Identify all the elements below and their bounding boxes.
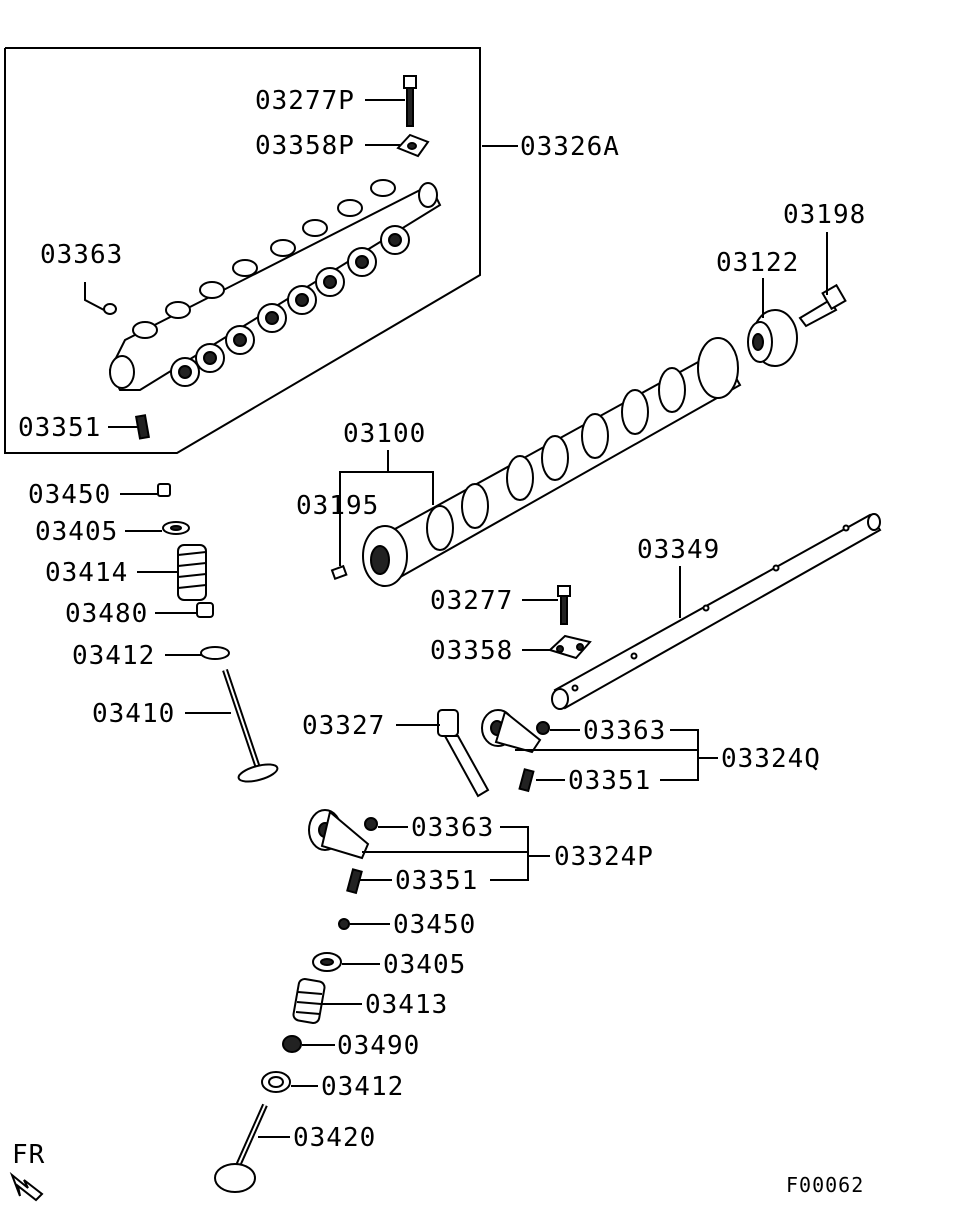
rocker-arm-03324Q-illustration [481,709,542,754]
bolt-03277-illustration [557,585,571,625]
label-03100: 03100 [343,419,426,449]
nut-03363-p-illustration [364,817,378,831]
label-03405-b: 03405 [383,950,466,980]
label-03363-q: 03363 [583,716,666,746]
label-03351-q: 03351 [568,766,651,796]
cotter-03450-b-illustration [338,918,350,930]
label-03405-a: 03405 [35,517,118,547]
spring-03413-illustration [292,978,326,1024]
label-03414: 03414 [45,558,128,588]
label-03324P: 03324P [554,842,654,872]
spring-03351-q-illustration [518,768,535,793]
label-03327: 03327 [302,711,385,741]
pin-03195-illustration [330,564,348,581]
label-03326A: 03326A [520,132,620,162]
cap-03358P-illustration [396,133,430,158]
label-03195: 03195 [296,491,379,521]
retainer-03405-b-illustration [312,952,342,972]
label-03450-b: 03450 [393,910,476,940]
label-03413: 03413 [365,990,448,1020]
nut-03363-box-illustration [103,303,117,315]
seal-03490-illustration [282,1035,302,1053]
label-03363-box: 03363 [40,240,123,270]
label-03358: 03358 [430,636,513,666]
front-arrow-icon [9,1171,44,1202]
leader-lines [84,99,828,1138]
seat-03412-a-illustration [200,646,230,660]
label-03358P: 03358P [255,131,355,161]
label-03480: 03480 [65,599,148,629]
label-03277P: 03277P [255,86,355,116]
rocker-shaft-assembly-illustration [108,179,442,391]
spring-03351-box-illustration [134,414,150,440]
label-03450-a: 03450 [28,480,111,510]
label-03412-a: 03412 [72,641,155,671]
label-03363-p: 03363 [411,813,494,843]
valve-03420-illustration [214,1103,268,1193]
bolt-03277P-illustration [403,75,417,127]
valve-03410-illustration [222,669,279,783]
spring-03414-illustration [177,544,207,601]
label-03351-box: 03351 [18,413,101,443]
label-03122: 03122 [716,248,799,278]
diagram-code: F00062 [786,1173,864,1197]
label-03349: 03349 [637,535,720,565]
label-03420: 03420 [293,1123,376,1153]
bolt-03198-illustration [798,283,847,328]
seat-03412-b-illustration [261,1071,291,1093]
label-03412-b: 03412 [321,1072,404,1102]
nut-03363-q-illustration [536,721,550,735]
cotter-03450-a-illustration [157,483,171,497]
rocker-assembly-box [4,47,481,454]
seal-03480-illustration [196,602,214,618]
rocker-shaft-03349-illustration [551,513,882,710]
label-03324Q: 03324Q [721,744,821,774]
front-label: FR [12,1140,45,1170]
label-03410: 03410 [92,699,175,729]
label-03490: 03490 [337,1031,420,1061]
rocker-arm-03327-illustration [437,709,490,798]
label-03351-p: 03351 [395,866,478,896]
spring-03351-p-illustration [346,868,363,895]
label-03198: 03198 [783,200,866,230]
sprocket-03122-illustration [747,309,798,367]
retainer-03405-a-illustration [162,521,190,535]
camshaft-03100-illustration [362,337,742,587]
rocker-arm-03324P-illustration [308,809,370,860]
cap-03358-illustration [548,634,592,660]
label-03277: 03277 [430,586,513,616]
